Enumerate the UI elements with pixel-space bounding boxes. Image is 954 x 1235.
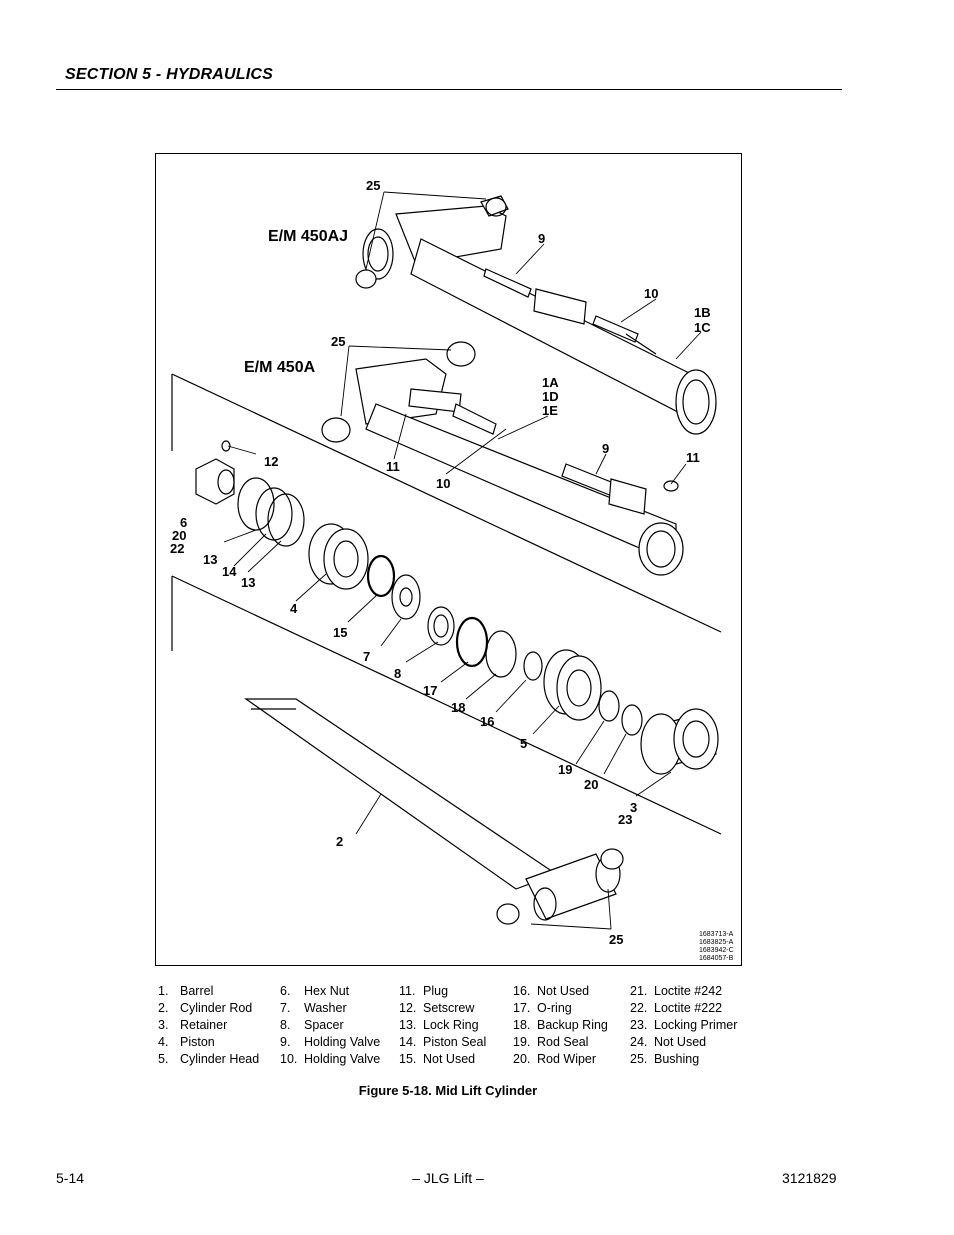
callout: 4 (290, 601, 298, 616)
figure-caption: Figure 5-18. Mid Lift Cylinder (358, 1083, 538, 1098)
callout: 7 (363, 649, 370, 664)
callout: 15 (333, 625, 347, 640)
holding-valve-mid (452, 403, 679, 515)
o-ring (366, 554, 396, 598)
model-label-450a: E/M 450A (244, 359, 316, 376)
document-number: 3121829 (782, 1170, 837, 1186)
callout: 1B (694, 305, 711, 320)
callout: 6 (180, 515, 187, 530)
section-title: SECTION 5 - HYDRAULICS (65, 66, 273, 83)
legend-item: Rod Wiper (537, 1052, 597, 1066)
part-number: 1683713-A (699, 931, 734, 938)
callout: 14 (222, 564, 237, 579)
legend-item: Cylinder Head (180, 1052, 260, 1066)
callout: 10 (436, 476, 450, 491)
backup-ring (485, 630, 517, 678)
part-number: 1683942-C (699, 947, 734, 954)
callout: 22 (170, 541, 184, 556)
legend-item: Holding Valve (304, 1035, 381, 1049)
leader-lines (223, 191, 702, 930)
legend-item: Cylinder Rod (180, 1001, 253, 1015)
legend-item: Bushing (654, 1052, 700, 1066)
legend-item: Not Used (654, 1035, 707, 1049)
retainer (640, 708, 719, 775)
legend-item: Rod Seal (537, 1035, 589, 1049)
callout: 16 (480, 714, 494, 729)
callout: 25 (609, 932, 623, 947)
callout: 13 (241, 575, 255, 590)
part-number: 1684057-B (699, 955, 734, 962)
callout: 3 (630, 800, 637, 815)
callout: 13 (203, 552, 217, 567)
callout: 2 (336, 834, 343, 849)
header-divider (56, 89, 842, 90)
callout: 1A (542, 375, 559, 390)
callout: 8 (394, 666, 401, 681)
hex-nut (195, 440, 235, 505)
legend-item: O-ring (537, 1001, 572, 1015)
legend-item: Lock Ring (423, 1018, 479, 1032)
footer-title: – JLG Lift – (412, 1170, 484, 1186)
legend-item: Loctite #222 (654, 1001, 723, 1015)
callout: 25 (366, 178, 380, 193)
rod-wiper (621, 704, 643, 736)
callout: 11 (386, 459, 400, 474)
page-number: 5-14 (56, 1170, 85, 1186)
legend-column-5: 21.Loctite #242 22.Loctite #222 23.Locki… (630, 984, 738, 1066)
legend-item: Loctite #242 (654, 984, 723, 998)
legend-item: Backup Ring (537, 1018, 608, 1032)
cylinder-exploded-diagram: E/M 450AJ E/M 450A 25 9 10 1B 1C 25 1A 1… (170, 178, 734, 962)
callout: 18 (451, 700, 465, 715)
o-ring-17 (455, 616, 489, 668)
legend-column-2: 6.Hex Nut 7.Washer 8.Spacer 9.Holding Va… (280, 984, 381, 1066)
cylinder-rod (244, 698, 624, 925)
section-line (171, 373, 722, 633)
callout: 9 (538, 231, 545, 246)
callout: 17 (423, 683, 437, 698)
barrel-450aj (355, 195, 717, 435)
barrel-450a (321, 341, 684, 576)
legend-item: Not Used (537, 984, 590, 998)
piston-seal (255, 487, 293, 541)
spacer (427, 606, 455, 646)
callout: 23 (618, 812, 632, 827)
piston (308, 523, 369, 590)
legend-item: Not Used (423, 1052, 476, 1066)
holding-valve-top (483, 268, 657, 355)
callout: 9 (602, 441, 609, 456)
legend-column-4: 16.Not Used 17.O-ring 18.Backup Ring 19.… (513, 984, 608, 1066)
legend-item: Plug (423, 984, 449, 998)
callout: 1D (542, 389, 559, 404)
washer (391, 574, 421, 620)
legend-column-3: 11.Plug 12.Setscrew 13.Lock Ring 14.Pist… (399, 984, 487, 1066)
model-label-450aj: E/M 450AJ (268, 228, 348, 245)
legend-item: Setscrew (423, 1001, 475, 1015)
callout: 20 (172, 528, 186, 543)
legend-item: Hex Nut (304, 984, 350, 998)
legend-item: Holding Valve (304, 1052, 381, 1066)
callout: 11 (686, 450, 700, 465)
legend-item: Retainer (180, 1018, 228, 1032)
section-line (171, 575, 722, 835)
callout: 1E (542, 403, 558, 418)
legend-item: Piston Seal (423, 1035, 487, 1049)
legend-item: Spacer (304, 1018, 344, 1032)
callout: 19 (558, 762, 572, 777)
legend-item: Barrel (180, 984, 214, 998)
callout: 1C (694, 320, 711, 335)
callout: 20 (584, 777, 598, 792)
legend-column-1: 1.Barrel 2.Cylinder Rod 3.Retainer 4.Pis… (158, 984, 260, 1066)
callout: 5 (520, 736, 527, 751)
callout: 10 (644, 286, 658, 301)
rod-seal (598, 690, 620, 722)
ring-16 (523, 651, 543, 681)
legend-item: Piston (180, 1035, 215, 1049)
exploded-view-figure: E/M 450AJ E/M 450A 25 9 10 1B 1C 25 1A 1… (155, 153, 742, 966)
part-number: 1683825-A (699, 939, 734, 946)
legend-item: Locking Primer (654, 1018, 738, 1032)
callout: 12 (264, 454, 278, 469)
legend-item: Washer (304, 1001, 347, 1015)
cylinder-head (543, 649, 602, 721)
callout: 25 (331, 334, 345, 349)
